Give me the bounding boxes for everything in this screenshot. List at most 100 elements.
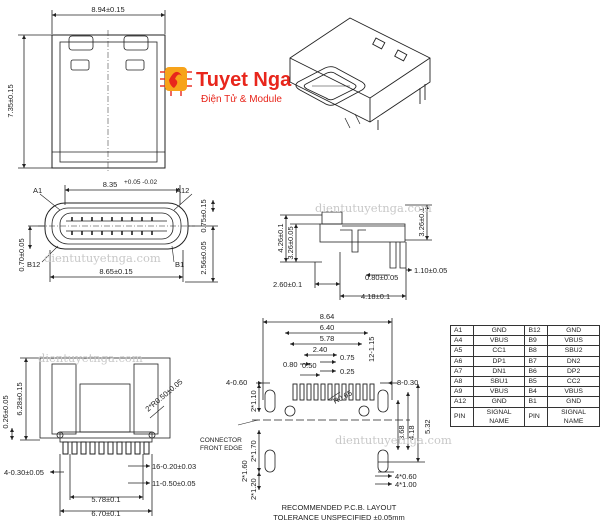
pcb-h060-label: 4*0.60	[395, 472, 417, 481]
pcb-v160-label: 2*1.60	[240, 460, 249, 482]
pcb-050-label: 0.50	[302, 361, 317, 370]
logo-tagline: Điện Tử & Module	[201, 93, 282, 105]
right-top-label: 0.75±0.15	[199, 199, 208, 232]
bottom-lead-label: 4-0.30±0.05	[4, 468, 44, 477]
signal-cell: GND	[547, 396, 600, 408]
signal-cell: GND	[472, 396, 526, 408]
pin-cell: B5	[524, 375, 549, 388]
bottom-pitch-label: 16-0.20±0.03	[152, 462, 196, 471]
side-d1-label: 0.80±0.05	[365, 273, 398, 282]
pin-b1-label: B1	[175, 260, 184, 269]
pcb-080-label: 0.80	[283, 360, 298, 369]
bottom-w1-label: 5.78±0.1	[91, 495, 120, 504]
side-h2-label: 3.26±0.05	[286, 226, 295, 259]
pin-cell: PIN	[524, 406, 549, 427]
pin-a1-label: A1	[33, 186, 42, 195]
signal-cell: DN2	[547, 355, 600, 367]
opening-label: 8.35	[103, 180, 118, 189]
watermark: dientutuyetnga.com	[335, 433, 452, 447]
logo: Tuyet Nga Điện Tử & Module	[160, 67, 292, 105]
signal-cell: GND	[472, 324, 526, 337]
side-d2-label: 1.10±0.05	[414, 266, 447, 275]
connector-front-edge-label: CONNECTOR FRONT EDGE	[200, 437, 244, 452]
pcb-title: RECOMMENDED P.C.B. LAYOUT	[282, 503, 397, 512]
pin-cell: B1	[524, 396, 549, 408]
iso-view	[289, 17, 431, 130]
pin-cell: B12	[524, 324, 549, 337]
pcb-4pads-label: 4-0.60	[226, 378, 247, 387]
pin-cell: B7	[524, 355, 549, 367]
pcb-075-label: 0.75	[340, 353, 355, 362]
pin-cell: A7	[450, 365, 474, 377]
connector-label-line2: FRONT EDGE	[200, 445, 243, 452]
right-bottom-label: 2.56±0.05	[199, 241, 208, 274]
side-h3-label: 3.26±0.1	[417, 207, 426, 236]
signal-cell: CC2	[547, 375, 600, 388]
top-view	[18, 10, 166, 172]
pin-cell: A8	[450, 375, 474, 388]
signal-cell: DP1	[472, 355, 526, 367]
opening-tolerance: +0.05 -0.02	[124, 179, 157, 186]
pin-cell: A1	[450, 324, 474, 337]
pcb-v210-label: 2*1.10	[249, 390, 258, 412]
front-view	[28, 185, 218, 283]
pcb-v418-label: 4.18	[407, 425, 416, 440]
side-d3-label: 2.60±0.1	[273, 280, 302, 289]
pin-cell: A5	[450, 345, 474, 357]
bottom-w2-label: 6.70±0.1	[91, 509, 120, 518]
bottom-offset-label: 0.26±0.05	[1, 395, 10, 428]
body-width-label: 8.65±0.15	[99, 267, 132, 276]
signal-cell: VBUS	[472, 386, 526, 398]
pcb-h100-label: 4*1.00	[395, 480, 417, 489]
watermark: dientuyetnga.com	[38, 351, 143, 365]
signal-cell: VBUS	[547, 335, 600, 347]
pcb-v120-label: 2*1.20	[249, 478, 258, 500]
pcb-115-label: 12-1.15	[367, 337, 376, 362]
signal-cell: CC1	[472, 345, 526, 357]
signal-cell: DP2	[547, 365, 600, 377]
connector-label-line1: CONNECTOR	[200, 437, 242, 444]
signal-cell: SBU1	[472, 375, 526, 388]
pin-cell: B4	[524, 386, 549, 398]
logo-chip-icon	[160, 67, 192, 96]
side-d4-label: 4.18±0.1	[361, 292, 390, 301]
signal-cell: VBUS	[472, 335, 526, 347]
signal-cell: SBU2	[547, 345, 600, 357]
side-h1-label: 4.26±0.1	[276, 223, 285, 252]
pin-cell: PIN	[450, 406, 474, 427]
pcb-578-label: 5.78	[320, 334, 335, 343]
pin-cell: B6	[524, 365, 549, 377]
top-height-label: 7.35±0.15	[6, 84, 15, 117]
pcb-v532-label: 5.32	[423, 419, 432, 434]
pin-b12-label: B12	[27, 260, 40, 269]
pcb-8pads-label: 8-0.30	[397, 378, 418, 387]
pcb-025-label: 0.25	[340, 367, 355, 376]
left-offset-label: 0.70±0.05	[17, 238, 26, 271]
pin-cell: A9	[450, 386, 474, 398]
bottom-pad-label: 11-0.50±0.05	[152, 479, 196, 488]
pin-a12-label: A12	[176, 186, 189, 195]
bottom-view	[10, 357, 171, 516]
watermark: dientutuyetnga.com	[315, 201, 432, 215]
pin-cell: A4	[450, 335, 474, 347]
logo-name: Tuyet Nga	[196, 69, 292, 91]
signal-cell: SIGNAL NAME	[472, 406, 526, 427]
pcb-layout	[237, 318, 425, 490]
top-width-label: 8.94±0.15	[91, 5, 124, 14]
signal-cell: VBUS	[547, 386, 600, 398]
pin-cell: B8	[524, 345, 549, 357]
pcb-240-label: 2.40	[313, 345, 328, 354]
bottom-height-label: 6.28±0.15	[15, 382, 24, 415]
bottom-radius-label: 2*R0.50±0.05	[144, 377, 185, 413]
pcb-640-label: 6.40	[320, 323, 335, 332]
watermark: dientutuyetnga.com	[44, 251, 161, 265]
